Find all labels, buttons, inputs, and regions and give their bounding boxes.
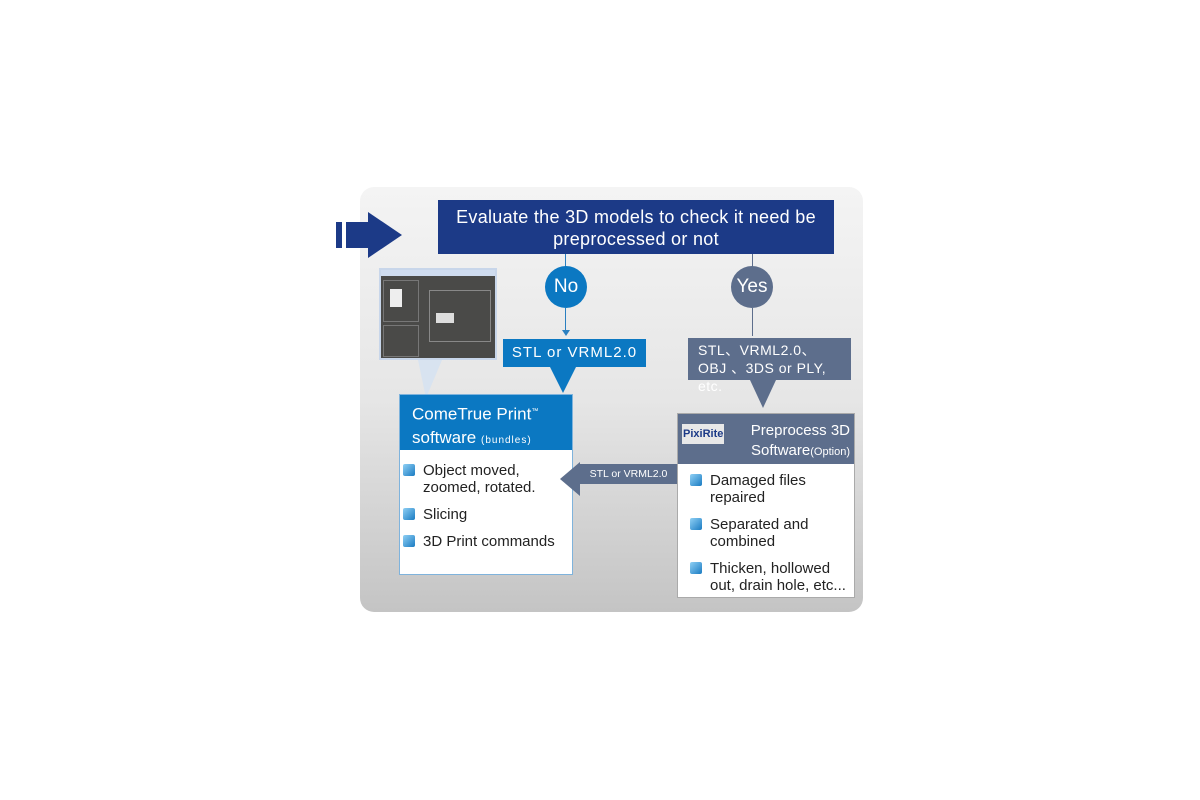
no-circle: No [545, 266, 587, 308]
entry-arrow-icon-body [346, 222, 368, 248]
feature-item: Separated and combined [690, 516, 854, 550]
feature-item: Thicken, hollowed out, drain hole, etc..… [690, 560, 854, 594]
left-arrow-icon [560, 462, 580, 496]
pixirite-subtitle: Software [751, 442, 811, 459]
pixirite-note: (Option) [810, 446, 850, 458]
cube-icon [690, 518, 702, 530]
cube-icon [403, 535, 415, 547]
entry-arrow-icon [336, 222, 342, 248]
cube-icon [403, 508, 415, 520]
cometrue-title: ComeTrue Print [412, 404, 532, 424]
cometrue-box: ComeTrue Print™ software (bundles) Objec… [399, 394, 573, 575]
connector [565, 308, 566, 334]
tm-mark: ™ [531, 408, 539, 415]
pixirite-box: PixiRite Preprocess 3D Software(Option) … [677, 413, 855, 598]
feature-item: Object moved, zoomed, rotated. [403, 462, 572, 496]
arrow-icon [562, 330, 570, 336]
pixirite-title: Preprocess 3D [750, 422, 850, 439]
cube-icon [403, 464, 415, 476]
feature-item: 3D Print commands [403, 533, 572, 550]
down-arrow-icon [750, 380, 776, 408]
transfer-format-label: STL or VRML2.0 [580, 464, 677, 484]
cometrue-subtitle: software [412, 427, 477, 447]
connector [752, 254, 753, 274]
connector [565, 254, 566, 274]
pixirite-logo: PixiRite [682, 424, 725, 444]
evaluate-box: Evaluate the 3D models to check it need … [438, 200, 834, 254]
software-screenshot [379, 268, 497, 360]
cometrue-note: (bundles) [480, 434, 532, 446]
no-format-label: STL or VRML2.0 [503, 339, 646, 367]
feature-item: Slicing [403, 506, 572, 523]
down-arrow-icon [550, 367, 576, 393]
feature-item: Damaged files repaired [690, 472, 854, 506]
cube-icon [690, 474, 702, 486]
yes-format-label: STL、VRML2.0、OBJ 、3DS or PLY, etc. [688, 338, 851, 394]
entry-arrow-icon-head [368, 212, 402, 258]
cube-icon [690, 562, 702, 574]
callout-pointer [418, 360, 442, 398]
yes-circle: Yes [731, 266, 773, 308]
connector [752, 308, 753, 336]
